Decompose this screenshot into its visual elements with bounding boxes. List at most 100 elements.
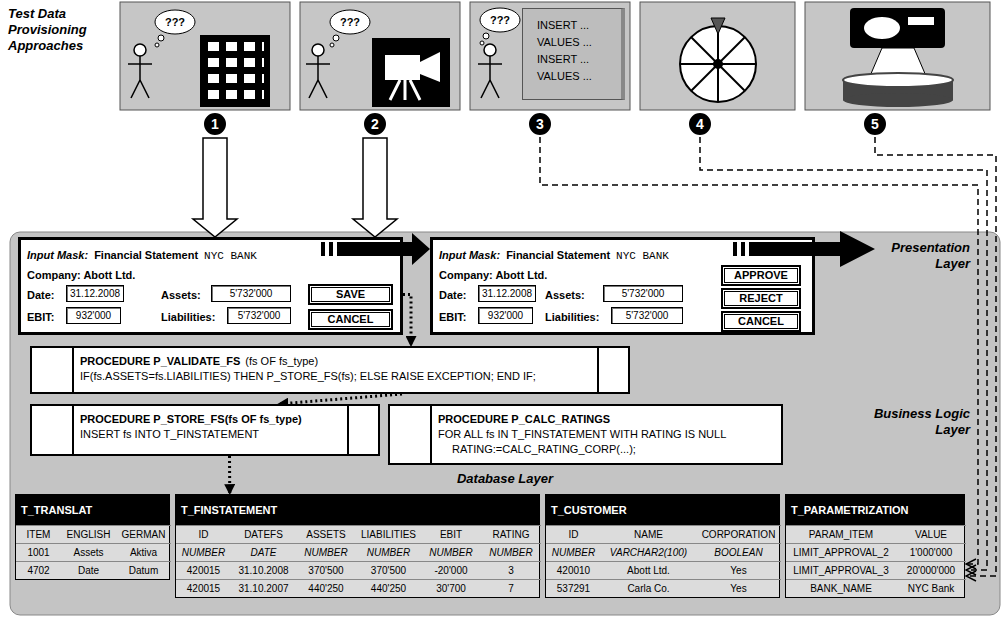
table-cell: Abott Ltd. xyxy=(601,561,696,579)
field-label-holder: Assets: xyxy=(161,288,201,302)
table-cell: NUMBER xyxy=(176,543,231,561)
button-label: SAVE xyxy=(314,286,387,303)
table-cell: BANK_NAME xyxy=(786,579,896,597)
cell-divider xyxy=(597,348,599,392)
table-cell: NUMBER xyxy=(356,543,421,561)
code-text: PROCEDURE P_STORE_FS(fs OF fs_type) xyxy=(80,412,302,427)
field-label-holder: Assets: xyxy=(545,288,585,302)
arrow-stripe xyxy=(733,242,737,256)
table-cell: VALUE xyxy=(896,525,966,543)
table-cell: NUMBER xyxy=(421,543,481,561)
arrow-stripe xyxy=(329,242,333,256)
table-cell: ID xyxy=(176,525,231,543)
table-cell: PARAM_ITEM xyxy=(786,525,896,543)
cell-divider xyxy=(72,348,74,392)
table-grid: ITEMENGLISHGERMAN1001AssetsAktiva4702Dat… xyxy=(16,525,169,579)
table-cell: 31.10.2008 xyxy=(231,561,296,579)
layer-label: Business Logic Layer xyxy=(860,406,970,438)
mask-title: Input Mask: xyxy=(439,248,500,262)
node-layer: Business Logic Layer PROCEDURE P_STORE_FS… xyxy=(10,398,1000,464)
node-proc: PROCEDURE P_VALIDATE_FS(fs OF fs_type)IF… xyxy=(30,346,630,394)
table-cell: 537291 xyxy=(546,579,601,597)
table-cell: 370'500 xyxy=(356,561,421,579)
table-cell: Carla Co. xyxy=(601,579,696,597)
node-proc: PROCEDURE P_CALC_RATINGSFOR ALL fs IN T_… xyxy=(388,404,783,465)
code-line: RATING:=CALC_RATING_CORP(...); xyxy=(438,442,773,457)
table-cell: 1001 xyxy=(16,543,61,561)
connector xyxy=(403,233,430,265)
table-cell: DATEFS xyxy=(231,525,296,543)
field-label-holder: Liabilities: xyxy=(545,310,599,324)
field-label: Company: Abott Ltd. xyxy=(439,268,547,282)
field-label-holder: Liabilities: xyxy=(161,310,215,324)
field-label: Assets: xyxy=(161,288,201,302)
arrow-stripe xyxy=(741,242,745,256)
field-label: EBIT: xyxy=(27,310,55,324)
node-field: 5'732'000 xyxy=(603,285,683,302)
code-line: PROCEDURE P_CALC_RATINGS xyxy=(438,412,773,427)
node-circ: 5 xyxy=(862,111,888,137)
field-value: 5'732'000 xyxy=(607,286,679,301)
table-name: T_FINSTATEMENT xyxy=(176,495,539,525)
node-btn: CANCEL xyxy=(721,311,801,332)
table-cell: NUMBER xyxy=(296,543,356,561)
field-label: Liabilities: xyxy=(161,310,215,324)
code-line: INSERT fs INTO T_FINSTATEMENT xyxy=(80,427,370,442)
arrow-stripe xyxy=(337,242,403,256)
field-label-holder: EBIT: xyxy=(27,310,55,324)
mask-title: Financial Statement xyxy=(94,248,198,262)
field-label: Liabilities: xyxy=(545,310,599,324)
band-title: Test Data Provisioning Approaches xyxy=(8,6,120,54)
table-cell: Yes xyxy=(696,561,781,579)
table-cell: LIMIT_APPROVAL_3 xyxy=(786,561,896,579)
table-cell: DATE xyxy=(231,543,296,561)
table-grid: IDNAMECORPORATIONNUMBERVARCHAR2(100)BOOL… xyxy=(546,525,779,597)
node-field: 932'000 xyxy=(478,307,533,324)
table-cell: 1'000'000 xyxy=(896,543,966,561)
table-cell: Date xyxy=(61,561,116,579)
table-cell: Aktiva xyxy=(116,543,171,561)
title-holder: Test Data Provisioning Approaches xyxy=(8,6,120,54)
field-label: Company: Abott Ltd. xyxy=(27,268,135,282)
node-table: T_TRANSLATITEMENGLISHGERMAN1001AssetsAkt… xyxy=(15,494,170,580)
field-value: 5'732'000 xyxy=(215,286,287,301)
table-cell: 20'000'000 xyxy=(896,561,966,579)
button-label: REJECT xyxy=(727,290,795,307)
layer-label: Database Layer xyxy=(10,471,1000,487)
field-label-holder: Date: xyxy=(439,288,467,302)
table-cell: LIMIT_APPROVAL_2 xyxy=(786,543,896,561)
layer-label: Presentation Layer xyxy=(860,240,970,272)
callout-number: 4 xyxy=(689,113,711,135)
field-label: EBIT: xyxy=(439,310,467,324)
node-circ: 3 xyxy=(527,111,553,137)
connector xyxy=(353,138,397,237)
button-label: CANCEL xyxy=(314,311,387,328)
arrow-stripe xyxy=(749,242,815,256)
field-value: 31.12.2008 xyxy=(70,286,120,301)
field-label-holder: Company: Abott Ltd. xyxy=(27,268,135,282)
table-grid: IDDATEFSASSETSLIABILITIESEBITRATINGNUMBE… xyxy=(176,525,539,597)
table-cell: RATING xyxy=(481,525,541,543)
node-circ: 4 xyxy=(687,111,713,137)
thought-text: ??? xyxy=(333,15,367,29)
table-cell: NYC Bank xyxy=(896,579,966,597)
table-cell: 420015 xyxy=(176,561,231,579)
field-label: Assets: xyxy=(545,288,585,302)
node-circ: 1 xyxy=(202,111,228,137)
table-cell: 420015 xyxy=(176,579,231,597)
table-cell: 440'250 xyxy=(356,579,421,597)
field-value: 932'000 xyxy=(482,308,529,323)
code-text: INSERT fs INTO T_FINSTATEMENT xyxy=(80,427,259,442)
sql-text: INSERT ... VALUES ... INSERT ... VALUES … xyxy=(537,17,609,85)
table-name: T_PARAMETRIZATION xyxy=(786,495,964,525)
table-cell: NUMBER xyxy=(481,543,541,561)
table-cell: 7 xyxy=(481,579,541,597)
table-cell: -20'000 xyxy=(421,561,481,579)
connector xyxy=(228,456,231,494)
table-cell: Datum xyxy=(116,561,171,579)
cell-divider xyxy=(72,406,74,454)
field-label-holder: EBIT: xyxy=(439,310,467,324)
table-cell: ITEM xyxy=(16,525,61,543)
cell-divider xyxy=(430,406,432,463)
table-cell: 3 xyxy=(481,561,541,579)
